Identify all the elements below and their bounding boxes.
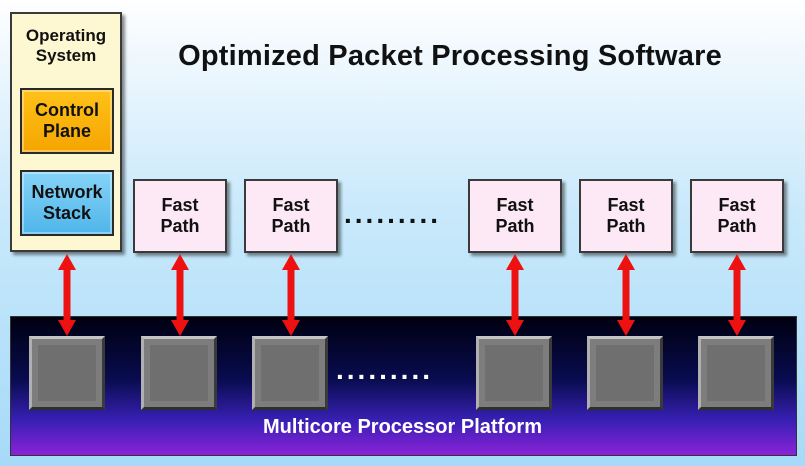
processor-core-6	[698, 336, 774, 410]
operating-system-label: Operating System	[25, 26, 107, 65]
processor-core-1	[29, 336, 105, 410]
control-plane-box: Control Plane	[20, 88, 114, 154]
operating-system-panel: Operating System Control Plane Network S…	[10, 12, 122, 252]
fast-path-box-3: Fast Path	[468, 179, 562, 253]
ellipsis-bottom: .........	[336, 354, 434, 385]
processor-core-3	[252, 336, 328, 410]
diagram-title: Optimized Packet Processing Software	[178, 40, 722, 72]
fast-path-box-2: Fast Path	[244, 179, 338, 253]
platform-label: Multicore Processor Platform	[263, 416, 542, 438]
processor-core-4	[476, 336, 552, 410]
processor-core-2	[141, 336, 217, 410]
fast-path-box-1: Fast Path	[133, 179, 227, 253]
fast-path-box-5: Fast Path	[690, 179, 784, 253]
processor-core-5	[587, 336, 663, 410]
fast-path-box-4: Fast Path	[579, 179, 673, 253]
ellipsis-top: .........	[344, 198, 442, 229]
network-stack-box: Network Stack	[20, 170, 114, 236]
